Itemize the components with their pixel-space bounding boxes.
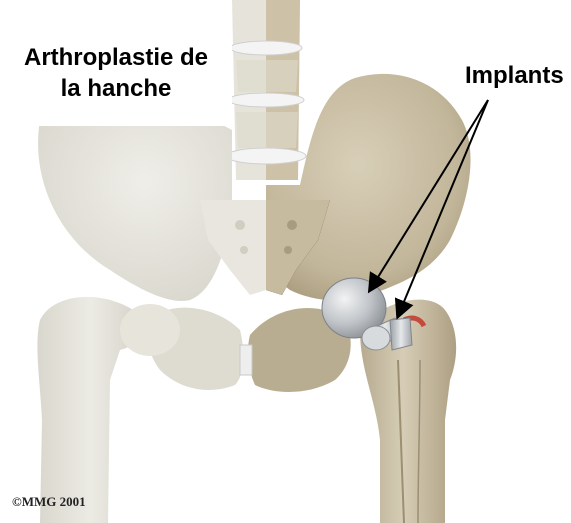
copyright-notice: ©MMG 2001 — [12, 494, 86, 510]
diagram-title: Arthroplastie de la hanche — [6, 42, 226, 104]
title-box: Arthroplastie de la hanche — [0, 30, 232, 126]
title-line-2: la hanche — [6, 73, 226, 104]
spine — [226, 0, 306, 180]
implants-label: Implants — [465, 62, 564, 90]
title-line-1: Arthroplastie de — [6, 42, 226, 73]
pubic-bones — [148, 308, 351, 392]
left-femur — [37, 297, 180, 523]
